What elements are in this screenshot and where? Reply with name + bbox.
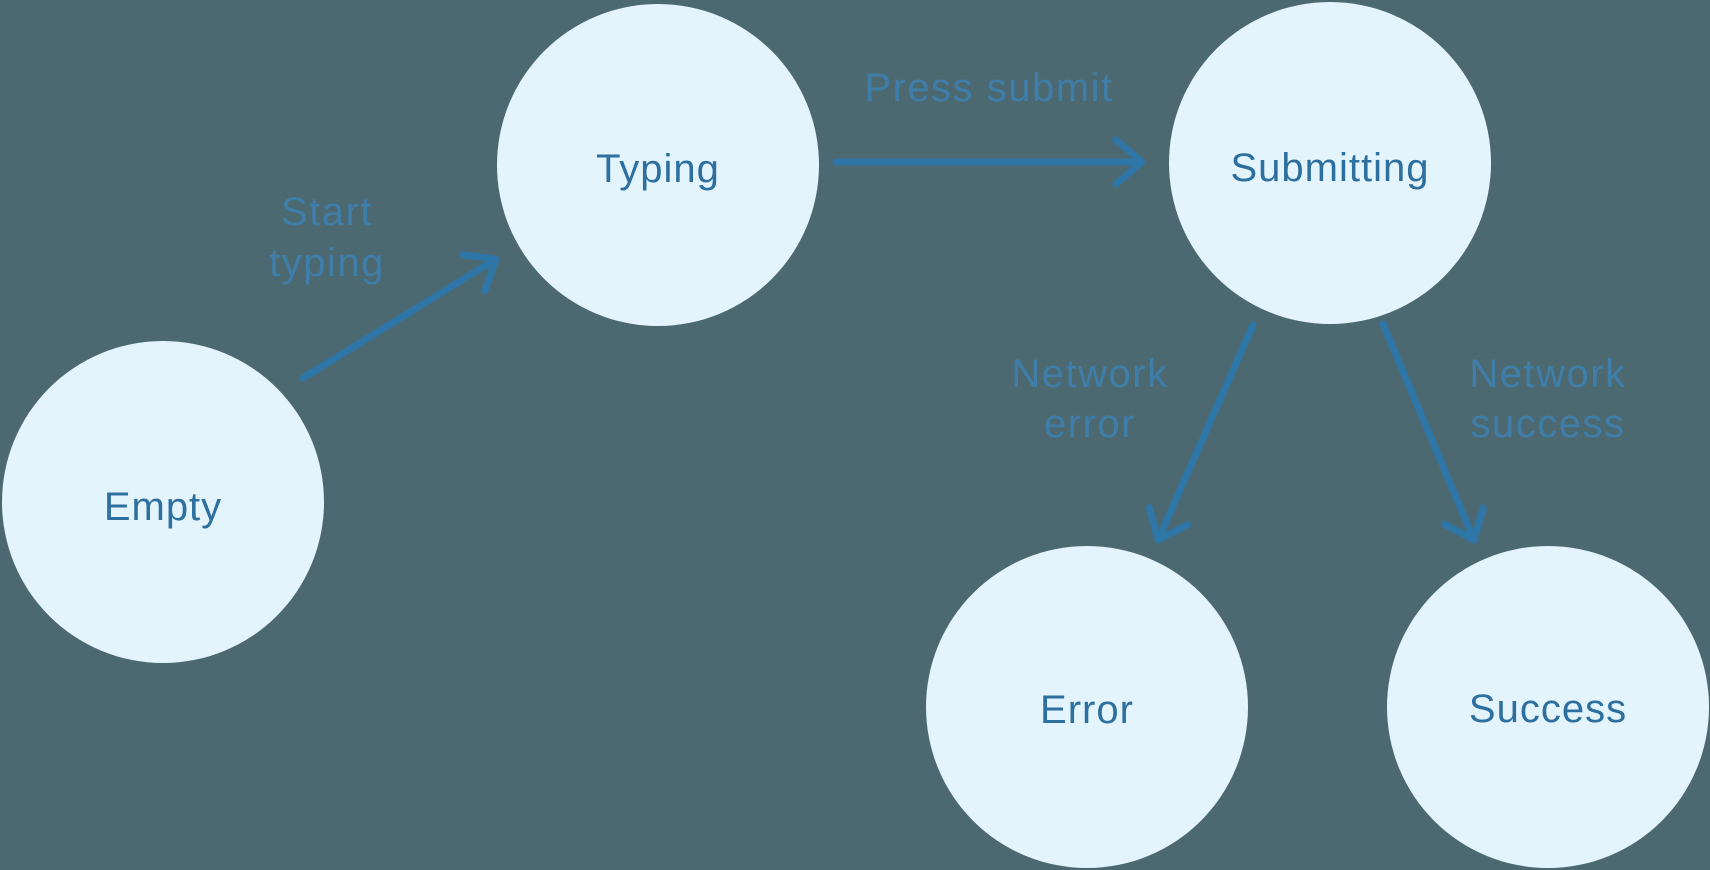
state-node-typing: Typing — [497, 4, 819, 326]
arrowhead-icon — [1145, 504, 1192, 544]
transition-label: success — [1471, 402, 1626, 446]
transition-empty-typing: Start typing — [269, 190, 500, 382]
state-circle — [497, 4, 819, 326]
transition-label: typing — [269, 241, 385, 285]
state-circle — [1387, 546, 1709, 868]
arrowhead-icon — [459, 251, 500, 295]
transition-submitting-success: Network success — [1379, 320, 1626, 544]
transition-label: Network — [1469, 352, 1626, 396]
state-label: Empty — [104, 485, 222, 529]
state-node-empty: Empty — [2, 341, 324, 663]
state-label: Typing — [596, 147, 720, 191]
state-label: Submitting — [1231, 146, 1430, 190]
state-circle — [926, 546, 1248, 868]
state-node-success: Success — [1387, 546, 1709, 868]
arrow-shaft — [299, 258, 495, 382]
transition-label: Network — [1011, 352, 1168, 396]
state-circle — [2, 341, 324, 663]
state-circle — [1169, 2, 1491, 324]
arrow-shaft — [1379, 320, 1476, 538]
transition-typing-submitting: Press submit — [832, 66, 1146, 188]
transition-label: Press submit — [864, 66, 1113, 110]
arrowhead-icon — [1441, 504, 1487, 544]
state-node-error: Error — [926, 546, 1248, 868]
state-node-submitting: Submitting — [1169, 2, 1491, 324]
transition-label: Start — [281, 190, 373, 234]
state-label: Error — [1040, 688, 1134, 732]
arrowhead-icon — [1112, 136, 1146, 188]
transition-submitting-error: Network error — [1011, 321, 1257, 544]
arrow-shaft — [1156, 321, 1257, 538]
transition-label: error — [1044, 402, 1136, 446]
state-label: Success — [1469, 687, 1627, 731]
